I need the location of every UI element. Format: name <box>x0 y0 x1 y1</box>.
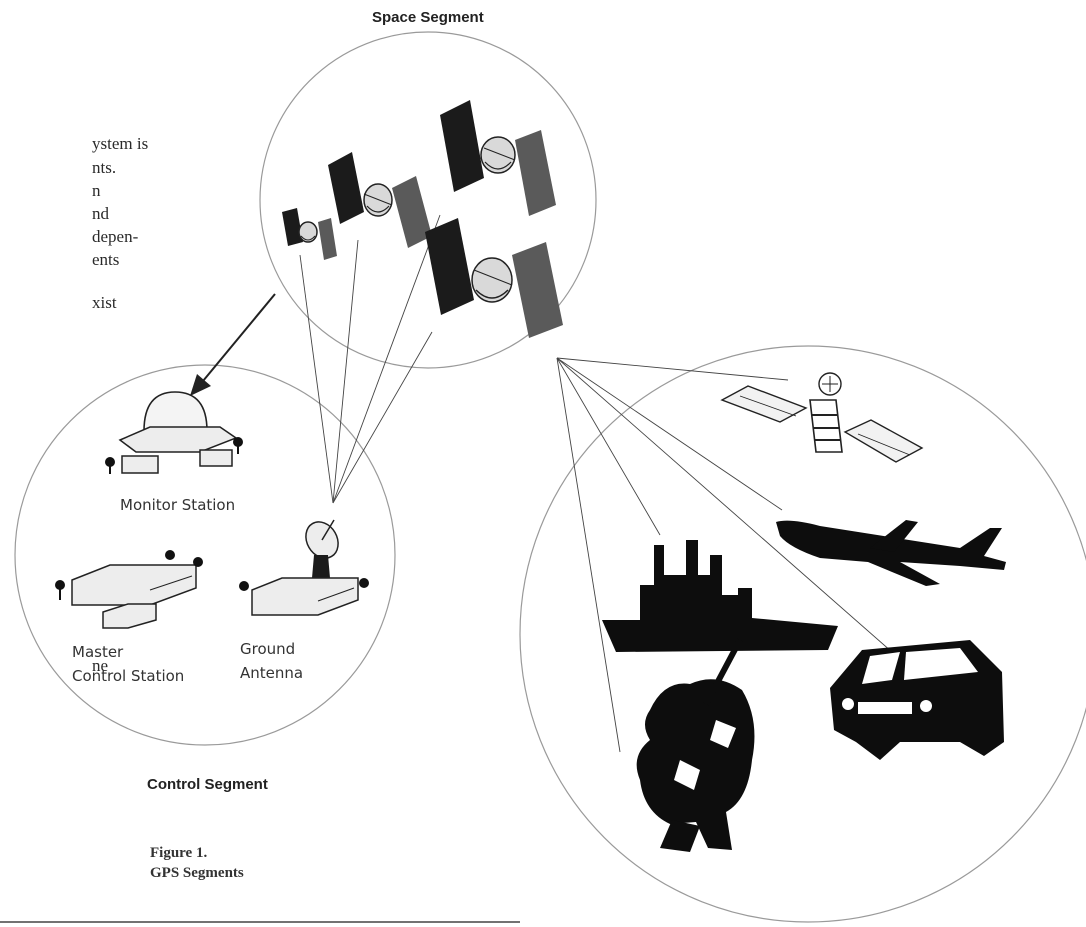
master-control-station-icon <box>55 550 203 629</box>
master-control-station-label-line2: Control Station <box>72 667 185 685</box>
satellite-upper-icon <box>440 100 556 216</box>
control-segment-circle <box>14 364 396 746</box>
airplane-icon <box>776 520 1006 586</box>
satellite-medium-icon <box>328 152 432 248</box>
body-text-fragment-6: ents <box>92 250 120 269</box>
ship-icon <box>602 540 838 652</box>
body-text-fragment-2: nts. <box>92 158 117 177</box>
monitor-station-label: Monitor Station <box>120 496 236 514</box>
ground-antenna-icon <box>239 519 369 616</box>
body-text-fragment-4: nd <box>92 204 109 223</box>
body-text-fragment-3: n <box>92 181 101 200</box>
satellite-to-antenna-lines <box>299 214 441 504</box>
vehicle-icon <box>830 640 1004 760</box>
space-segment-circle <box>259 31 597 369</box>
body-text-fragment-1: ystem is <box>92 134 149 153</box>
soldier-icon <box>636 638 755 852</box>
user-segment-circle <box>519 345 1086 923</box>
ground-antenna-label-line2: Antenna <box>240 664 304 682</box>
body-text-fragment-7: xist <box>92 293 117 312</box>
figure-caption: GPS Segments <box>150 865 244 881</box>
space-segment-title: Space Segment <box>372 9 484 26</box>
satellite-large-icon <box>425 218 563 338</box>
control-segment-title: Control Segment <box>147 776 268 793</box>
user-satellite-icon <box>720 372 924 463</box>
master-control-station-label-line1: Master <box>72 643 124 661</box>
body-text-fragment-5: depen- <box>92 227 139 246</box>
uplink-arrow <box>190 293 276 396</box>
broadcast-lines <box>556 357 893 753</box>
monitor-station-icon <box>105 391 243 474</box>
body-text-fragment-8: ne <box>92 656 109 675</box>
satellite-small-icon <box>282 208 337 260</box>
figure-number: Figure 1. <box>150 845 208 861</box>
ground-antenna-label-line1: Ground <box>240 640 296 658</box>
